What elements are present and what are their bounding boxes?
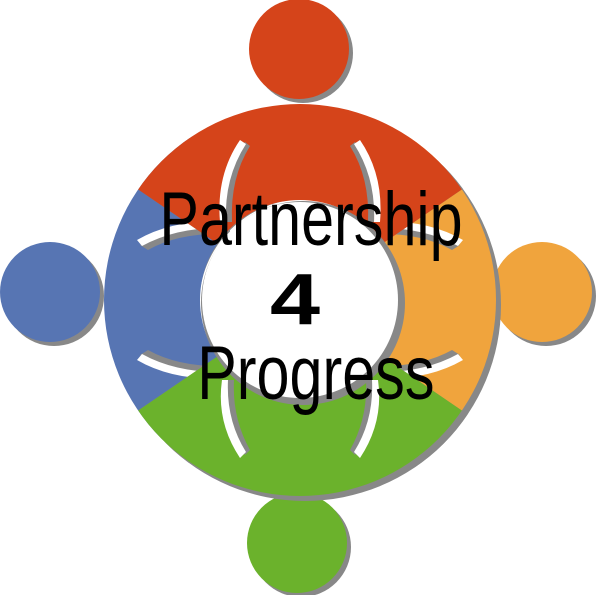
figure-top-red: [104, 0, 501, 301]
inner-circle: [202, 202, 398, 398]
head-left: [0, 242, 100, 342]
head-right: [492, 242, 592, 342]
figure-bottom-green: [104, 300, 501, 595]
head-top: [249, 0, 349, 99]
head-bottom: [247, 493, 347, 593]
